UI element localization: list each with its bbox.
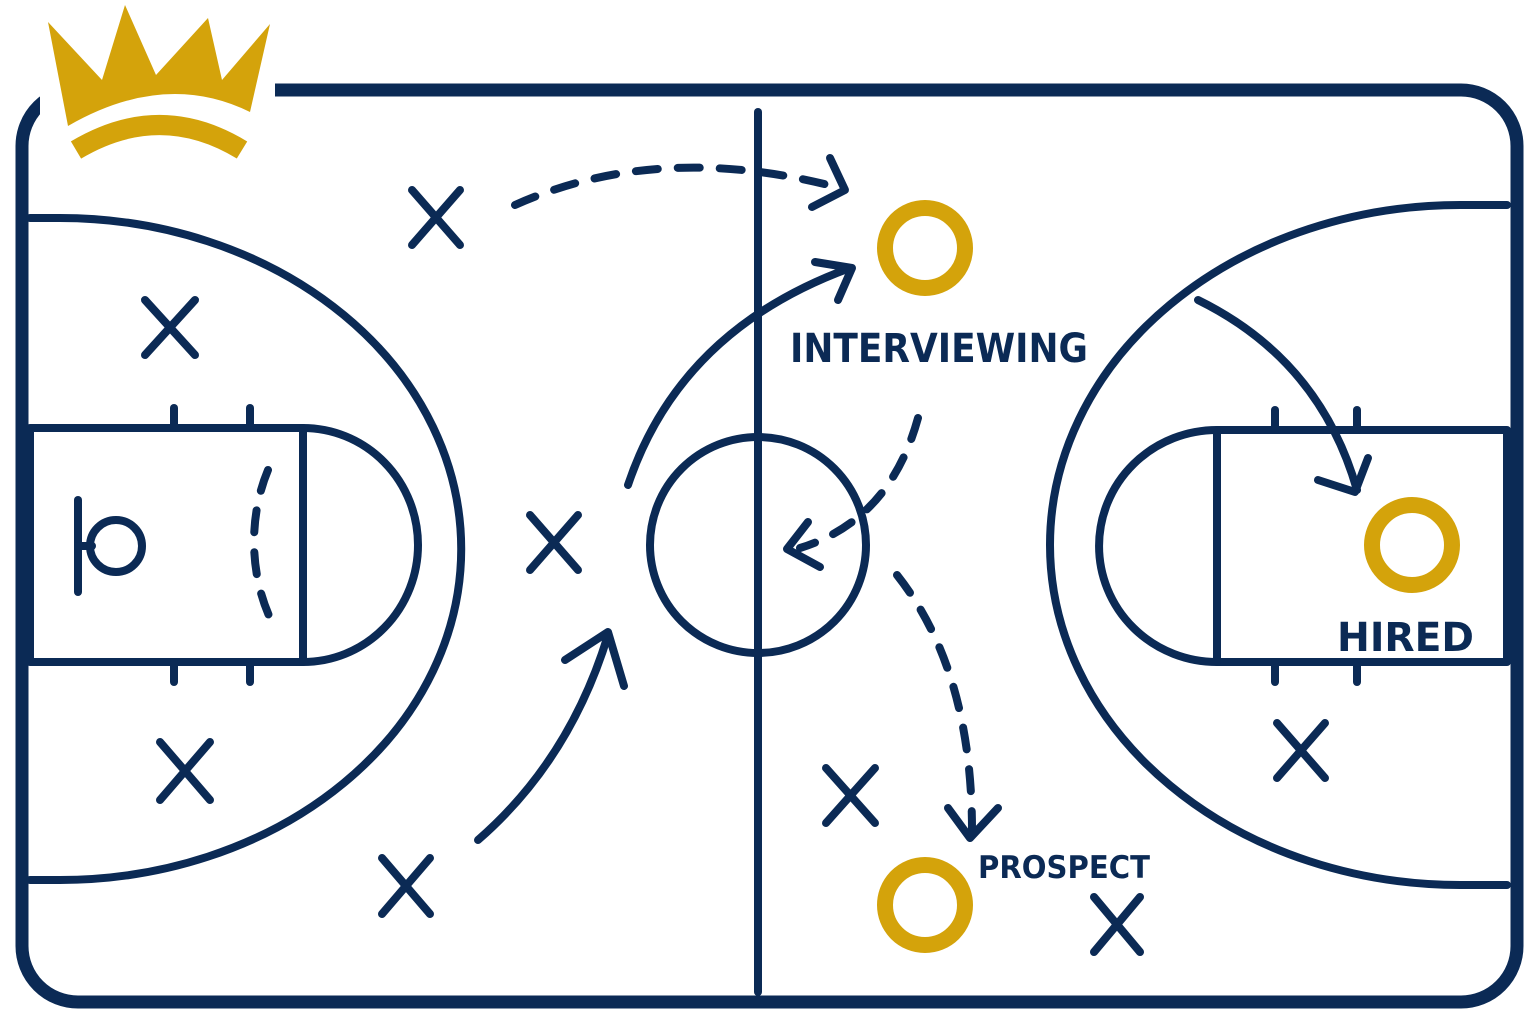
left-three-point-arc <box>26 214 466 884</box>
circle-marker-icon-hired <box>1364 497 1460 593</box>
player-x-3 <box>526 511 582 574</box>
label-hired: HIRED <box>1337 615 1474 661</box>
label-interviewing: INTERVIEWING <box>790 326 1088 372</box>
arrow-to-hired <box>1194 296 1372 496</box>
player-x-1 <box>408 186 464 249</box>
arrow-bottom-to-center <box>474 628 628 844</box>
circle-marker-icon-interviewing <box>877 200 973 296</box>
center-circle <box>646 433 870 657</box>
right-free-throw-arc <box>1095 426 1221 666</box>
right-three-point-arc <box>1046 201 1511 889</box>
right-key <box>1213 426 1511 666</box>
left-free-throw-arc-dashed <box>250 466 279 632</box>
arrow-center-to-interviewing <box>624 258 856 489</box>
player-x-6 <box>822 764 879 827</box>
label-prospect: PROSPECT <box>978 850 1150 886</box>
player-x-5 <box>378 854 434 918</box>
player-x-2 <box>141 296 199 359</box>
arrow-dashed-to-prospect <box>893 571 1002 842</box>
left-free-throw-arc <box>299 424 422 666</box>
player-x-8 <box>1273 719 1329 782</box>
left-key <box>26 424 307 666</box>
player-x-7 <box>1090 893 1144 956</box>
arrow-dashed-to-center <box>783 414 922 571</box>
crown-icon <box>40 5 275 180</box>
player-x-4 <box>156 738 214 804</box>
hoop-icon <box>74 496 146 596</box>
arrow-top-dashed <box>511 154 849 211</box>
court-boundary <box>15 83 1524 1009</box>
circle-marker-icon-prospect <box>877 857 973 953</box>
